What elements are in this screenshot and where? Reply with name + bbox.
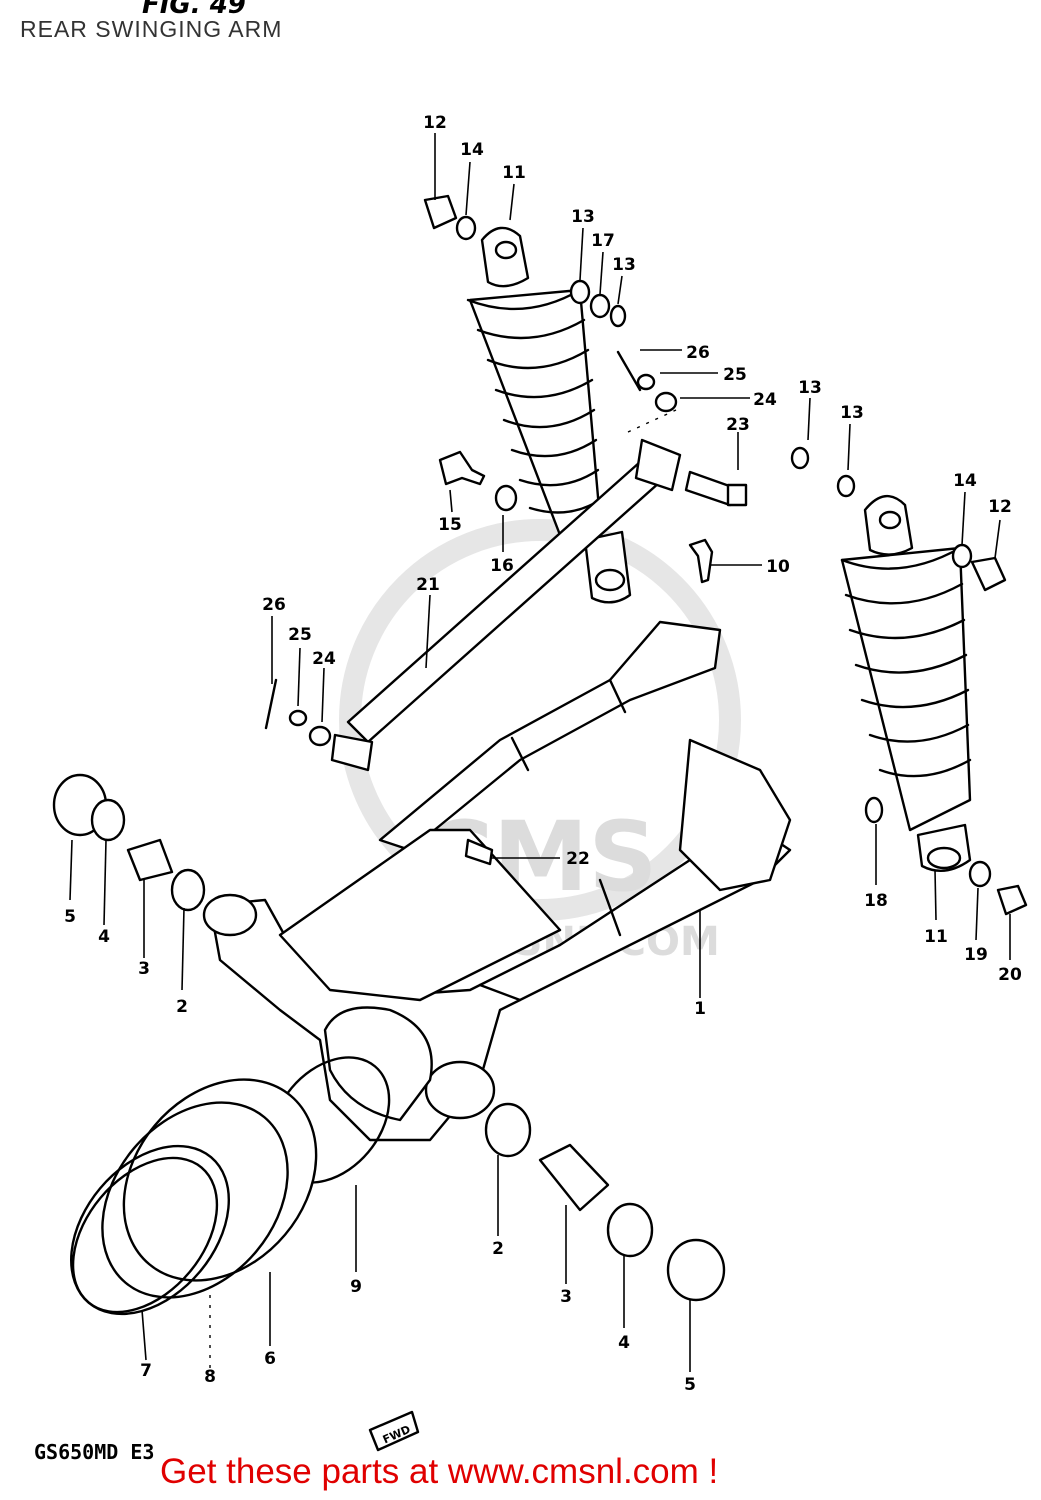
callout-3-left: 3 bbox=[138, 959, 150, 979]
callout-14-left: 14 bbox=[460, 140, 484, 160]
callout-4-left: 4 bbox=[98, 927, 110, 947]
callout-13-b: 13 bbox=[612, 255, 636, 275]
fasteners bbox=[264, 194, 1028, 916]
callout-23: 23 bbox=[726, 415, 750, 435]
brake-rod bbox=[378, 620, 722, 852]
drive-boot bbox=[70, 1056, 391, 1316]
callout-17: 17 bbox=[591, 231, 615, 251]
callout-21: 21 bbox=[416, 575, 440, 595]
callout-20: 20 bbox=[998, 965, 1022, 985]
callout-13-a: 13 bbox=[571, 207, 595, 227]
pivot-parts-left bbox=[52, 773, 206, 912]
callout-5-left: 5 bbox=[64, 907, 76, 927]
callout-2-left: 2 bbox=[176, 997, 188, 1017]
forward-arrow: FWD bbox=[368, 1410, 420, 1452]
callout-4-right: 4 bbox=[618, 1333, 630, 1353]
model-code: GS650MD E3 bbox=[34, 1440, 155, 1464]
footer-parts-link[interactable]: Get these parts at www.cmsnl.com ! bbox=[160, 1452, 719, 1491]
callout-25-lower: 25 bbox=[288, 625, 312, 645]
callout-12-right: 12 bbox=[988, 497, 1012, 517]
pivot-parts-right bbox=[484, 1102, 726, 1302]
page-title: REAR SWINGING ARM bbox=[20, 16, 283, 42]
callout-24-lower: 24 bbox=[312, 649, 336, 669]
shock-absorber-left bbox=[466, 226, 632, 604]
callout-numbers: 12 14 11 13 17 13 26 25 24 23 13 13 15 1… bbox=[64, 113, 1022, 1395]
callout-10: 10 bbox=[766, 557, 790, 577]
callout-1: 1 bbox=[694, 999, 706, 1019]
callout-24-upper: 24 bbox=[753, 390, 777, 410]
callout-26-lower: 26 bbox=[262, 595, 286, 615]
swinging-arm bbox=[202, 738, 792, 1142]
callout-14-right: 14 bbox=[953, 471, 977, 491]
torque-link bbox=[330, 438, 682, 772]
callout-22: 22 bbox=[566, 849, 590, 869]
figure-label: FIG. 49 bbox=[142, 0, 246, 20]
callout-7: 7 bbox=[140, 1361, 152, 1381]
callout-8: 8 bbox=[204, 1367, 216, 1387]
leader-lines bbox=[69, 133, 1011, 1372]
callout-25-upper: 25 bbox=[723, 365, 747, 385]
callout-26-upper: 26 bbox=[686, 343, 710, 363]
callout-3-right: 3 bbox=[560, 1287, 572, 1307]
callout-13-c: 13 bbox=[798, 378, 822, 398]
callout-18: 18 bbox=[864, 891, 888, 911]
callout-6: 6 bbox=[264, 1349, 276, 1369]
callout-13-d: 13 bbox=[840, 403, 864, 423]
callout-2-right: 2 bbox=[492, 1239, 504, 1259]
shock-absorber-right bbox=[840, 495, 972, 872]
callout-11-left: 11 bbox=[502, 163, 526, 183]
callout-11-right: 11 bbox=[924, 927, 948, 947]
callout-9: 9 bbox=[350, 1277, 362, 1297]
callout-12-left: 12 bbox=[423, 113, 447, 133]
callout-15: 15 bbox=[438, 515, 462, 535]
callout-16: 16 bbox=[490, 556, 514, 576]
callout-5-right: 5 bbox=[684, 1375, 696, 1395]
callout-19: 19 bbox=[964, 945, 988, 965]
